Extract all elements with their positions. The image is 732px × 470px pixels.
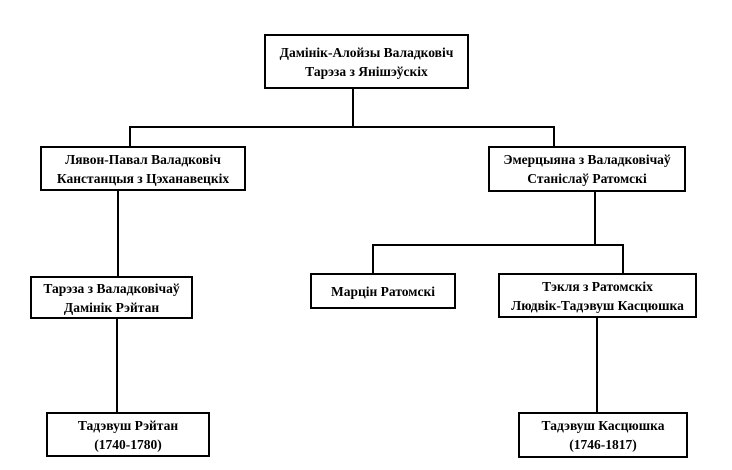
node-spouse-line: Людвік-Тадэвуш Касцюшка [511,297,684,313]
node-spouse-line: Канстанцыя з Цэханавецкіх [56,170,230,186]
connector-gen2-horizontal [129,126,555,128]
connector-gen3-right-drop [622,244,624,275]
node-dates-line: (1740-1780) [94,436,162,452]
connector-l3right-l4right [596,318,598,414]
node-name-line: Тадэвуш Рэйтан [77,417,179,433]
connector-gen2-left-drop [129,126,131,148]
node-name-line: Тарэза з Валадковічаў [43,280,180,296]
connector-l2left-l3left [117,191,119,278]
tree-node-tadevush-reytan: Тадэвуш Рэйтан (1740-1780) [46,412,210,457]
node-name-line: Тадэвуш Касцюшка [541,418,665,433]
connector-gen3-horizontal [372,244,624,246]
node-spouse-line: Дамінік Рэйтан [63,299,160,315]
tree-node-lyavon-paval-valadkovich: Лявон-Павал Валадковіч Канстанцыя з Цэха… [40,146,246,191]
tree-node-tadevush-kastsyushka: Тадэвуш Касцюшка (1746-1817) [518,412,688,458]
tree-node-tareza-valadkovich: Тарэза з Валадковічаў Дамінік Рэйтан [30,276,193,319]
connector-root-drop [352,88,354,128]
tree-node-teklya-ratomskaya: Тэкля з Ратомскіх Людвік-Тадэвуш Касцюшк… [498,273,697,318]
node-spouse-line: Тарэза з Янішэўскіх [305,63,428,79]
tree-node-martsin-ratomski: Марцін Ратомскі [310,273,456,309]
node-dates-line: (1746-1817) [569,437,637,452]
tree-node-daminik-aloyzy-valadkovich: Дамінік-Алойзы Валадковіч Тарэза з Янішэ… [264,34,469,89]
connector-l3left-l4left [116,319,118,414]
node-name-line: Тэкля з Ратомскіх [542,278,653,294]
connector-gen3-left-drop [372,244,374,275]
connector-l2right-drop [594,192,596,246]
node-name-line: Дамінік-Алойзы Валадковіч [279,44,454,60]
node-name-line: Эмерцыяна з Валадковічаў [503,152,671,167]
node-name-line: Марцін Ратомскі [331,283,435,299]
tree-node-emertsyyana-valadkovich: Эмерцыяна з Валадковічаў Станіслаў Ратом… [488,146,686,192]
connector-gen2-right-drop [553,126,555,148]
node-name-line: Лявон-Павал Валадковіч [65,151,221,167]
node-spouse-line: Станіслаў Ратомскі [527,171,647,186]
